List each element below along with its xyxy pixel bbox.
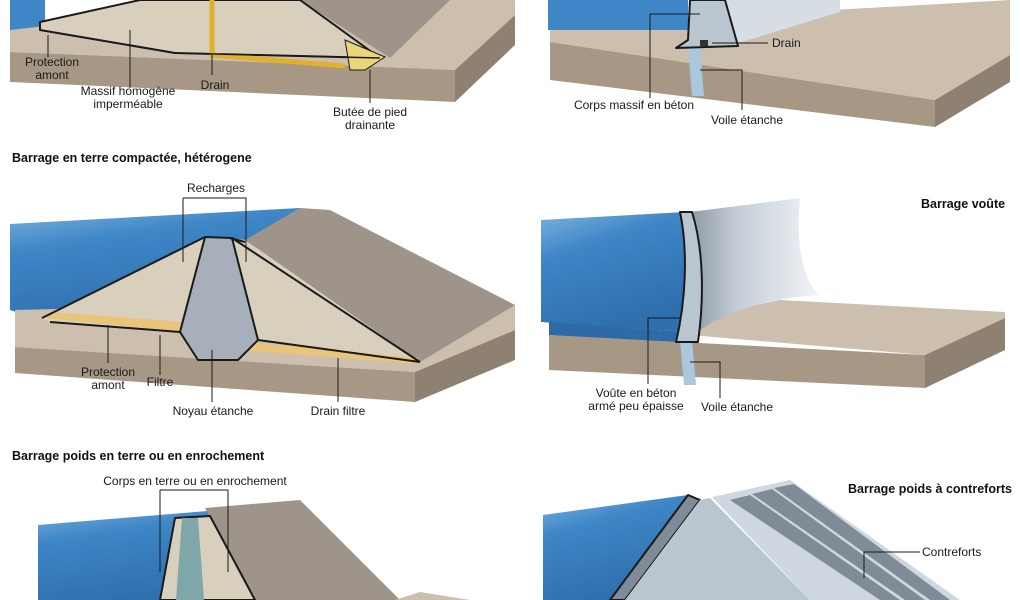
filter-drain: [240, 342, 420, 364]
ground-side-right: [455, 15, 515, 102]
label-concrete-body: Corps massif en béton: [574, 98, 694, 112]
label-filter-drain: Drain filtre: [311, 404, 366, 418]
downstream-slope: [300, 0, 450, 58]
toe-berm: [344, 39, 387, 71]
label-gravity-drain: Drain: [772, 36, 801, 50]
label-drain: Drain: [201, 78, 230, 92]
ground-top: [395, 592, 470, 600]
rockfill-core: [176, 518, 204, 600]
heterogeneous-earth-dam: [10, 208, 515, 402]
water-block: [543, 495, 688, 600]
ground-side: [15, 347, 415, 402]
water-block: [541, 212, 685, 332]
dam-outline: [41, 236, 421, 363]
grout-curtain: [688, 48, 704, 96]
ground-side: [549, 335, 925, 388]
downstream-slope: [245, 208, 515, 362]
title-heterogeneous-dam: Barrage en terre compactée, hétérogene: [12, 151, 252, 165]
dam-upstream-face: [609, 494, 701, 600]
dam-body: [625, 498, 810, 600]
ground-side-right: [415, 330, 515, 402]
drain-gallery: [700, 40, 708, 46]
earth-rockfill-dam: [38, 500, 470, 600]
label-core: Noyau étanche: [173, 404, 254, 418]
upstream-shell: [42, 237, 205, 332]
concrete-body: [675, 0, 739, 49]
downstream-slope: [205, 500, 400, 600]
water-block: [548, 0, 688, 30]
concrete-gravity-dam: [548, 0, 1010, 127]
arch-dam: [541, 198, 1005, 388]
title-earth-rockfill-dam: Barrage poids en terre ou en enrochement: [12, 449, 265, 463]
buttress-dam: [543, 480, 960, 600]
buttresses: [730, 484, 950, 600]
label-buttresses: Contreforts: [922, 545, 981, 559]
ground-side-right: [925, 318, 1005, 388]
ground-side: [10, 52, 455, 102]
water-side: [549, 322, 685, 345]
ground-top: [690, 300, 1005, 355]
label-gravity-grout-curtain: Voile étanche: [711, 113, 783, 127]
upstream-filter: [46, 312, 184, 332]
label-filter: Filtre: [147, 375, 174, 389]
leader-lines: [47, 13, 920, 578]
arch-downstream-face: [690, 198, 820, 330]
title-buttress-dam: Barrage poids à contreforts: [848, 482, 1012, 496]
dam-downstream-face: [725, 0, 840, 44]
label-arch-grout-curtain: Voile étanche: [701, 400, 773, 414]
label-rockfill-body: Corps en terre ou en enrochement: [103, 474, 287, 488]
water-block: [10, 0, 45, 30]
label-shells: Recharges: [187, 181, 245, 195]
title-arch-dam: Barrage voûte: [921, 197, 1005, 211]
ground-side-right: [935, 55, 1010, 127]
grout-curtain: [680, 340, 696, 385]
arch-concrete-wall: [675, 211, 703, 343]
